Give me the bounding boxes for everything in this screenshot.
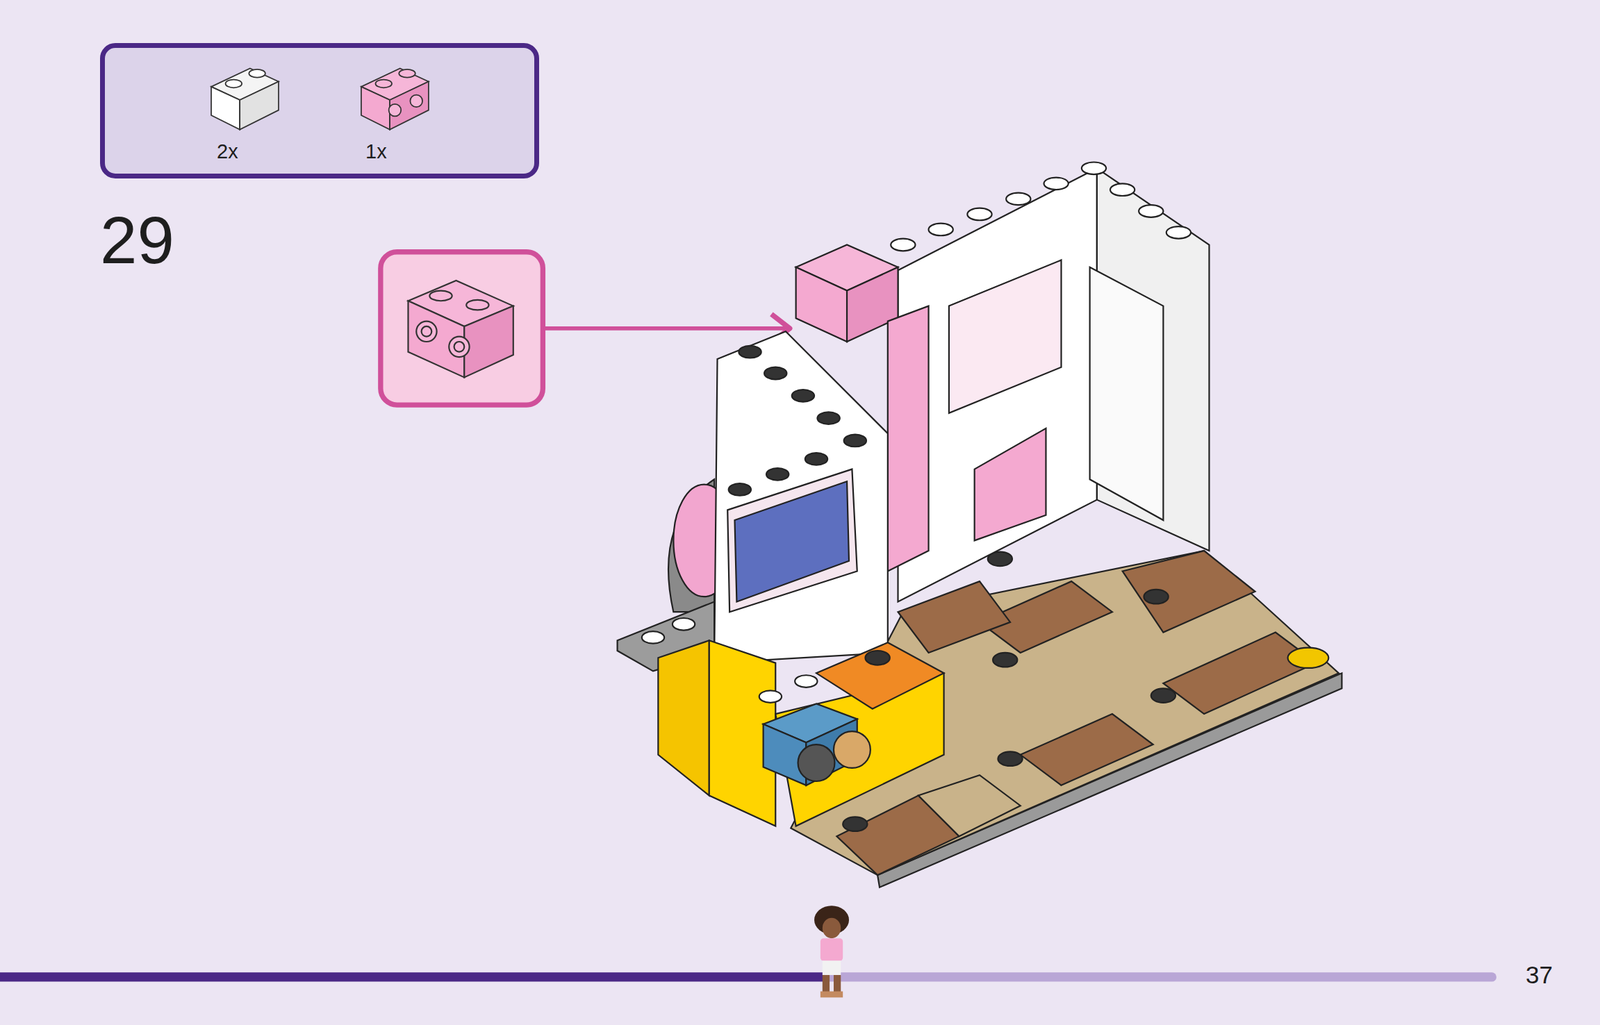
parts-box-fill [100,43,538,178]
callout-box [380,252,544,406]
white-brick [211,68,279,130]
step-number: 29 [100,207,175,274]
progress-bar [0,972,829,982]
callout-brick [408,280,514,378]
callout-arrow [543,326,786,331]
part-quantity: 2x [216,141,239,162]
page-number: 37 [1525,962,1553,988]
minifigure [814,905,849,998]
bakery-model [617,162,1343,888]
pink-brick [361,68,429,130]
parts-list-box: 2x 1x [100,43,540,179]
progress-track [828,972,1493,982]
part-quantity: 1x [365,141,387,162]
